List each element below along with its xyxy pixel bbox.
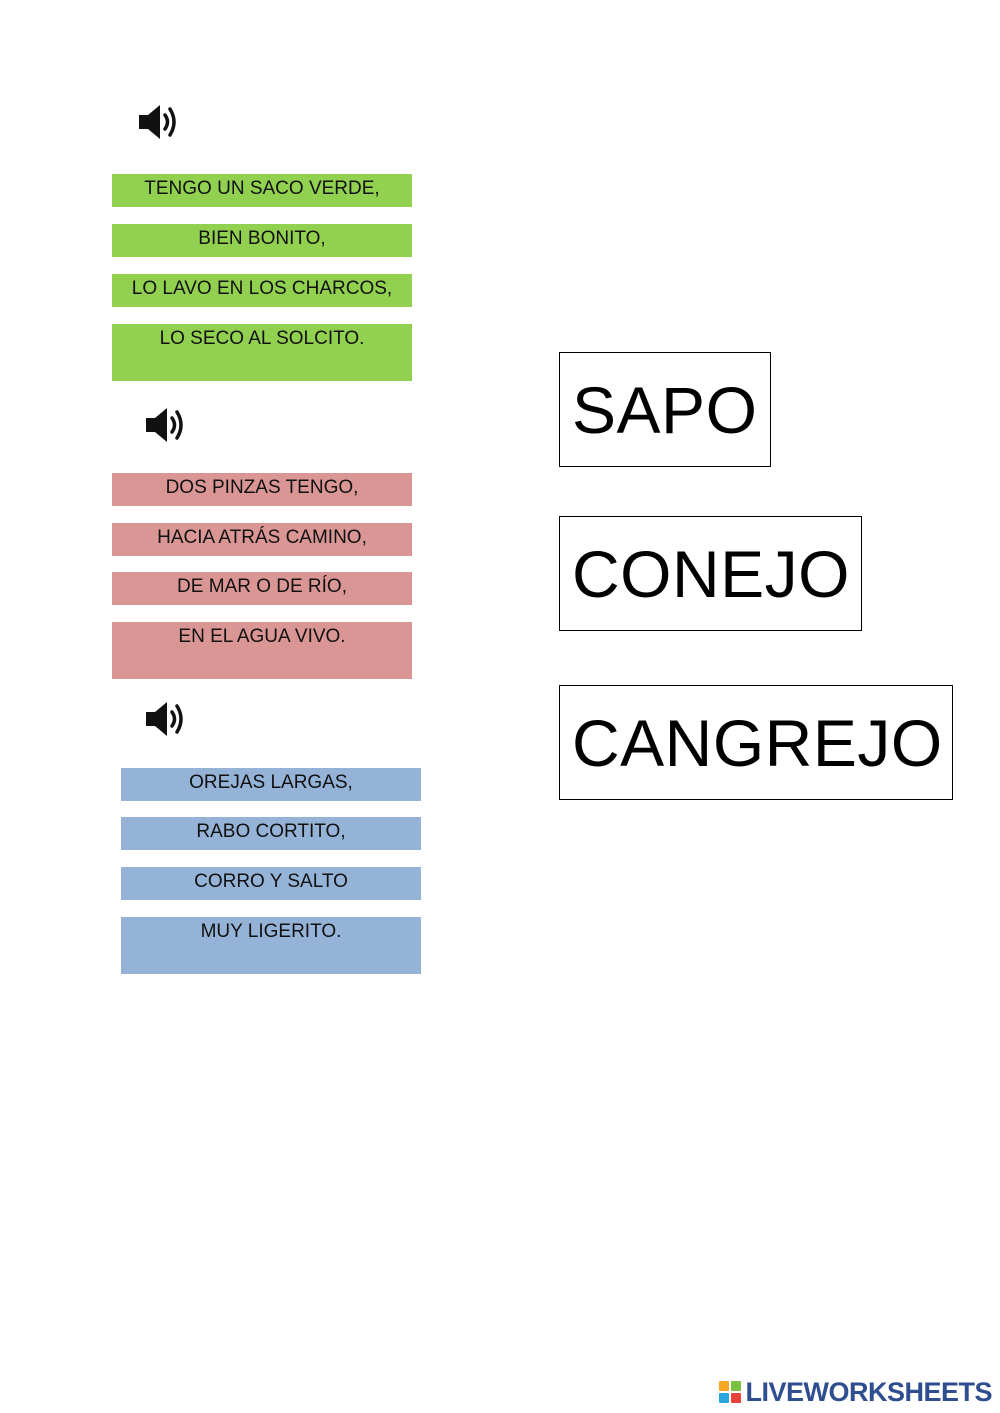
speaker-icon <box>139 105 176 139</box>
riddle-1-line-1[interactable]: TENGO UN SACO VERDE, <box>112 174 412 207</box>
answer-box-conejo[interactable]: CONEJO <box>559 516 862 631</box>
riddle-2-line-3[interactable]: DE MAR O DE RÍO, <box>112 572 412 605</box>
play-audio-riddle-2[interactable] <box>143 403 191 447</box>
riddle-1-line-4[interactable]: LO SECO AL SOLCITO. <box>112 324 412 381</box>
riddle-2-line-1[interactable]: DOS PINZAS TENGO, <box>112 473 412 506</box>
play-audio-riddle-1[interactable] <box>136 100 184 144</box>
riddle-3-line-4[interactable]: MUY LIGERITO. <box>121 917 421 974</box>
liveworksheets-logo: LIVEWORKSHEETS <box>719 1377 992 1407</box>
speaker-icon <box>146 408 183 442</box>
riddle-3-line-1[interactable]: OREJAS LARGAS, <box>121 768 421 801</box>
riddle-2-line-4[interactable]: EN EL AGUA VIVO. <box>112 622 412 679</box>
answer-box-cangrejo[interactable]: CANGREJO <box>559 685 953 800</box>
riddle-3-line-3[interactable]: CORRO Y SALTO <box>121 867 421 900</box>
brand-name: LIVEWORKSHEETS <box>745 1376 992 1407</box>
riddle-3-line-2[interactable]: RABO CORTITO, <box>121 817 421 850</box>
answer-box-sapo[interactable]: SAPO <box>559 352 771 467</box>
liveworksheets-logo-icon <box>719 1381 742 1403</box>
riddle-2-line-2[interactable]: HACIA ATRÁS CAMINO, <box>112 523 412 556</box>
riddle-1-line-3[interactable]: LO LAVO EN LOS CHARCOS, <box>112 274 412 307</box>
play-audio-riddle-3[interactable] <box>143 697 191 741</box>
speaker-icon <box>146 702 183 736</box>
riddle-1-line-2[interactable]: BIEN BONITO, <box>112 224 412 257</box>
